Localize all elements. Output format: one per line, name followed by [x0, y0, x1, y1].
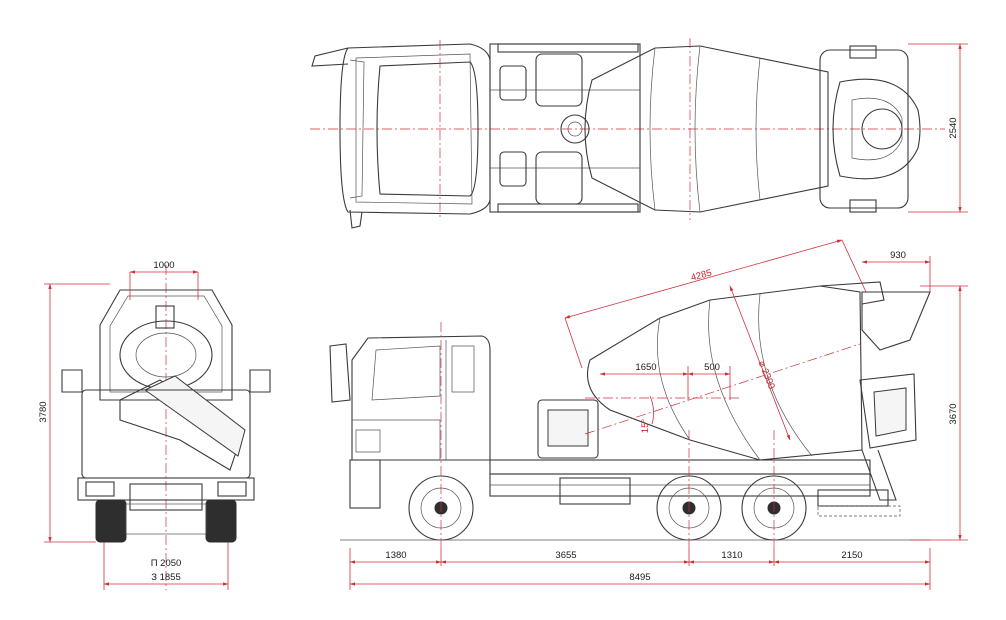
dim-offset-1650: 1650 — [635, 362, 656, 373]
dim-offset-500: 500 — [704, 362, 720, 373]
dim-tandem: 1310 — [721, 550, 742, 561]
dim-front-top-width: 1000 — [153, 260, 174, 271]
dim-drum-length: 4285 — [690, 268, 713, 284]
dim-rear-track: З 1855 — [151, 572, 181, 583]
dim-overall-length: 8495 — [629, 572, 650, 583]
dim-rear-hopper: 930 — [890, 250, 906, 261]
dim-front-track: П 2050 — [151, 558, 182, 569]
side-view: 4285 930 1650 500 ⌀ 2300 15° 3670 — [329, 239, 968, 590]
dim-tilt-angle: 15° — [640, 419, 651, 434]
dim-overall-height: 3670 — [948, 403, 959, 424]
top-view: 2540 — [310, 38, 968, 229]
dim-wheelbase: 3655 — [555, 550, 576, 561]
dim-front-overhang: 1380 — [385, 550, 406, 561]
dim-front-height: 3780 — [38, 401, 49, 422]
dim-top-width: 2540 — [948, 117, 959, 138]
front-view: 3780 1000 П 2050 З 1855 — [38, 260, 271, 590]
dim-rear-overhang: 2150 — [841, 550, 862, 561]
dim-drum-diameter: ⌀ 2300 — [756, 359, 777, 390]
